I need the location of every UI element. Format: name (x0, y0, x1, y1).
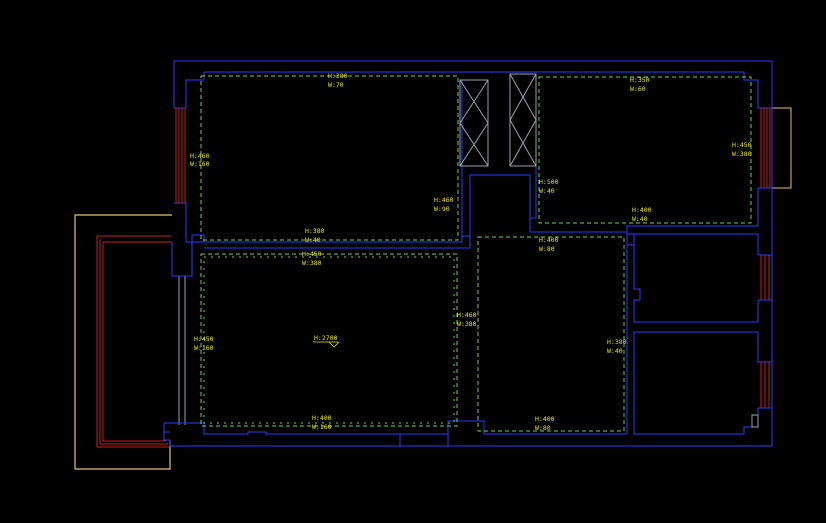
corridor-right (530, 80, 537, 219)
right-wall-inner (626, 188, 759, 255)
cabinet-left-cross-4 (459, 122, 489, 167)
label-living-right-w: W:380 (457, 320, 477, 328)
label-tl-bottom-w: W:40 (305, 236, 321, 244)
elevation-marker (313, 341, 340, 348)
partition-tl-room (204, 235, 471, 249)
outer-wall-inner (185, 71, 759, 108)
small-fixture (751, 414, 759, 428)
right-wall-bottom (634, 408, 759, 435)
label-living-bottom-h: H:400 (312, 414, 332, 422)
label-mid-right-h: H:380 (607, 338, 627, 346)
ceiling-living-inner (203, 256, 455, 424)
right-wall-inner-lower (634, 300, 759, 323)
label-living-bottom-w: W:160 (312, 423, 332, 431)
cabinet-right (509, 73, 537, 167)
balcony-railing-inner (102, 241, 172, 442)
label-tl-left-h: H:460 (190, 152, 210, 160)
label-mid-bottom-h: H:400 (535, 415, 555, 423)
label-tr-top-w: W:60 (630, 85, 646, 93)
cabinet-left (459, 79, 489, 167)
label-living-left-w: W:160 (194, 344, 214, 352)
label-tl-bottom-h: H:380 (305, 227, 325, 235)
outer-wall-outer (163, 60, 773, 447)
label-tl-top-h: H:380 (328, 72, 348, 80)
label-living-center: H:2700 (314, 334, 338, 342)
label-mid-top-w: W:80 (539, 245, 555, 253)
label-tl-top-w: W:70 (328, 81, 344, 89)
walls (163, 60, 773, 447)
corridor-left (469, 174, 627, 248)
label-tr-right-h: H:450 (732, 141, 752, 149)
label-mid-top-h: H:400 (539, 236, 559, 244)
ceiling-room-top-right (538, 76, 752, 224)
cabinet-right-cross-2 (509, 73, 537, 121)
bay-window-right (772, 107, 792, 189)
label-tr-bottom-h: H:400 (632, 206, 652, 214)
label-tr-top-h: H:350 (630, 76, 650, 84)
label-living-left-h: H:450 (194, 335, 214, 343)
partition-right-rooms (633, 234, 641, 322)
bay-window-frame (772, 107, 792, 189)
ceiling-middle-room (477, 236, 625, 432)
windows (175, 108, 771, 408)
label-mid-bottom-w: W:80 (535, 424, 551, 432)
balcony (74, 214, 186, 470)
bottom-wall (164, 420, 627, 435)
cabinet-right-cross-4 (509, 119, 537, 167)
cabinet-left-cross-2 (459, 79, 489, 124)
right-wall-inner-lower-2 (634, 331, 759, 362)
balcony-outer-outline (74, 214, 172, 470)
label-tr-left-h: H:500 (539, 178, 559, 186)
label-tr-right-w: W:380 (732, 150, 752, 158)
ceiling-room-top-left (200, 75, 459, 241)
balcony-railing-outer (96, 235, 172, 448)
label-tl-right-w: W:90 (434, 205, 450, 213)
label-living-top-w: W:380 (302, 259, 322, 267)
label-tl-left-w: W:160 (190, 160, 210, 168)
cabinets (459, 73, 759, 428)
label-tr-bottom-w: W:40 (632, 215, 648, 223)
ceiling-outlines (200, 75, 752, 432)
label-living-right-h: H:460 (457, 311, 477, 319)
elevation-marker-triangle (328, 341, 340, 348)
label-tr-left-w: W:40 (539, 187, 555, 195)
label-tl-right-h: H:460 (434, 196, 454, 204)
label-living-top-h: H:450 (302, 250, 322, 258)
ceiling-living-room (200, 253, 458, 427)
label-mid-right-w: W:40 (607, 347, 623, 355)
left-wall-lower (171, 202, 205, 277)
dimension-labels: H:380 W:70 H:460 W:160 H:460 W:90 H:380 … (190, 72, 752, 432)
